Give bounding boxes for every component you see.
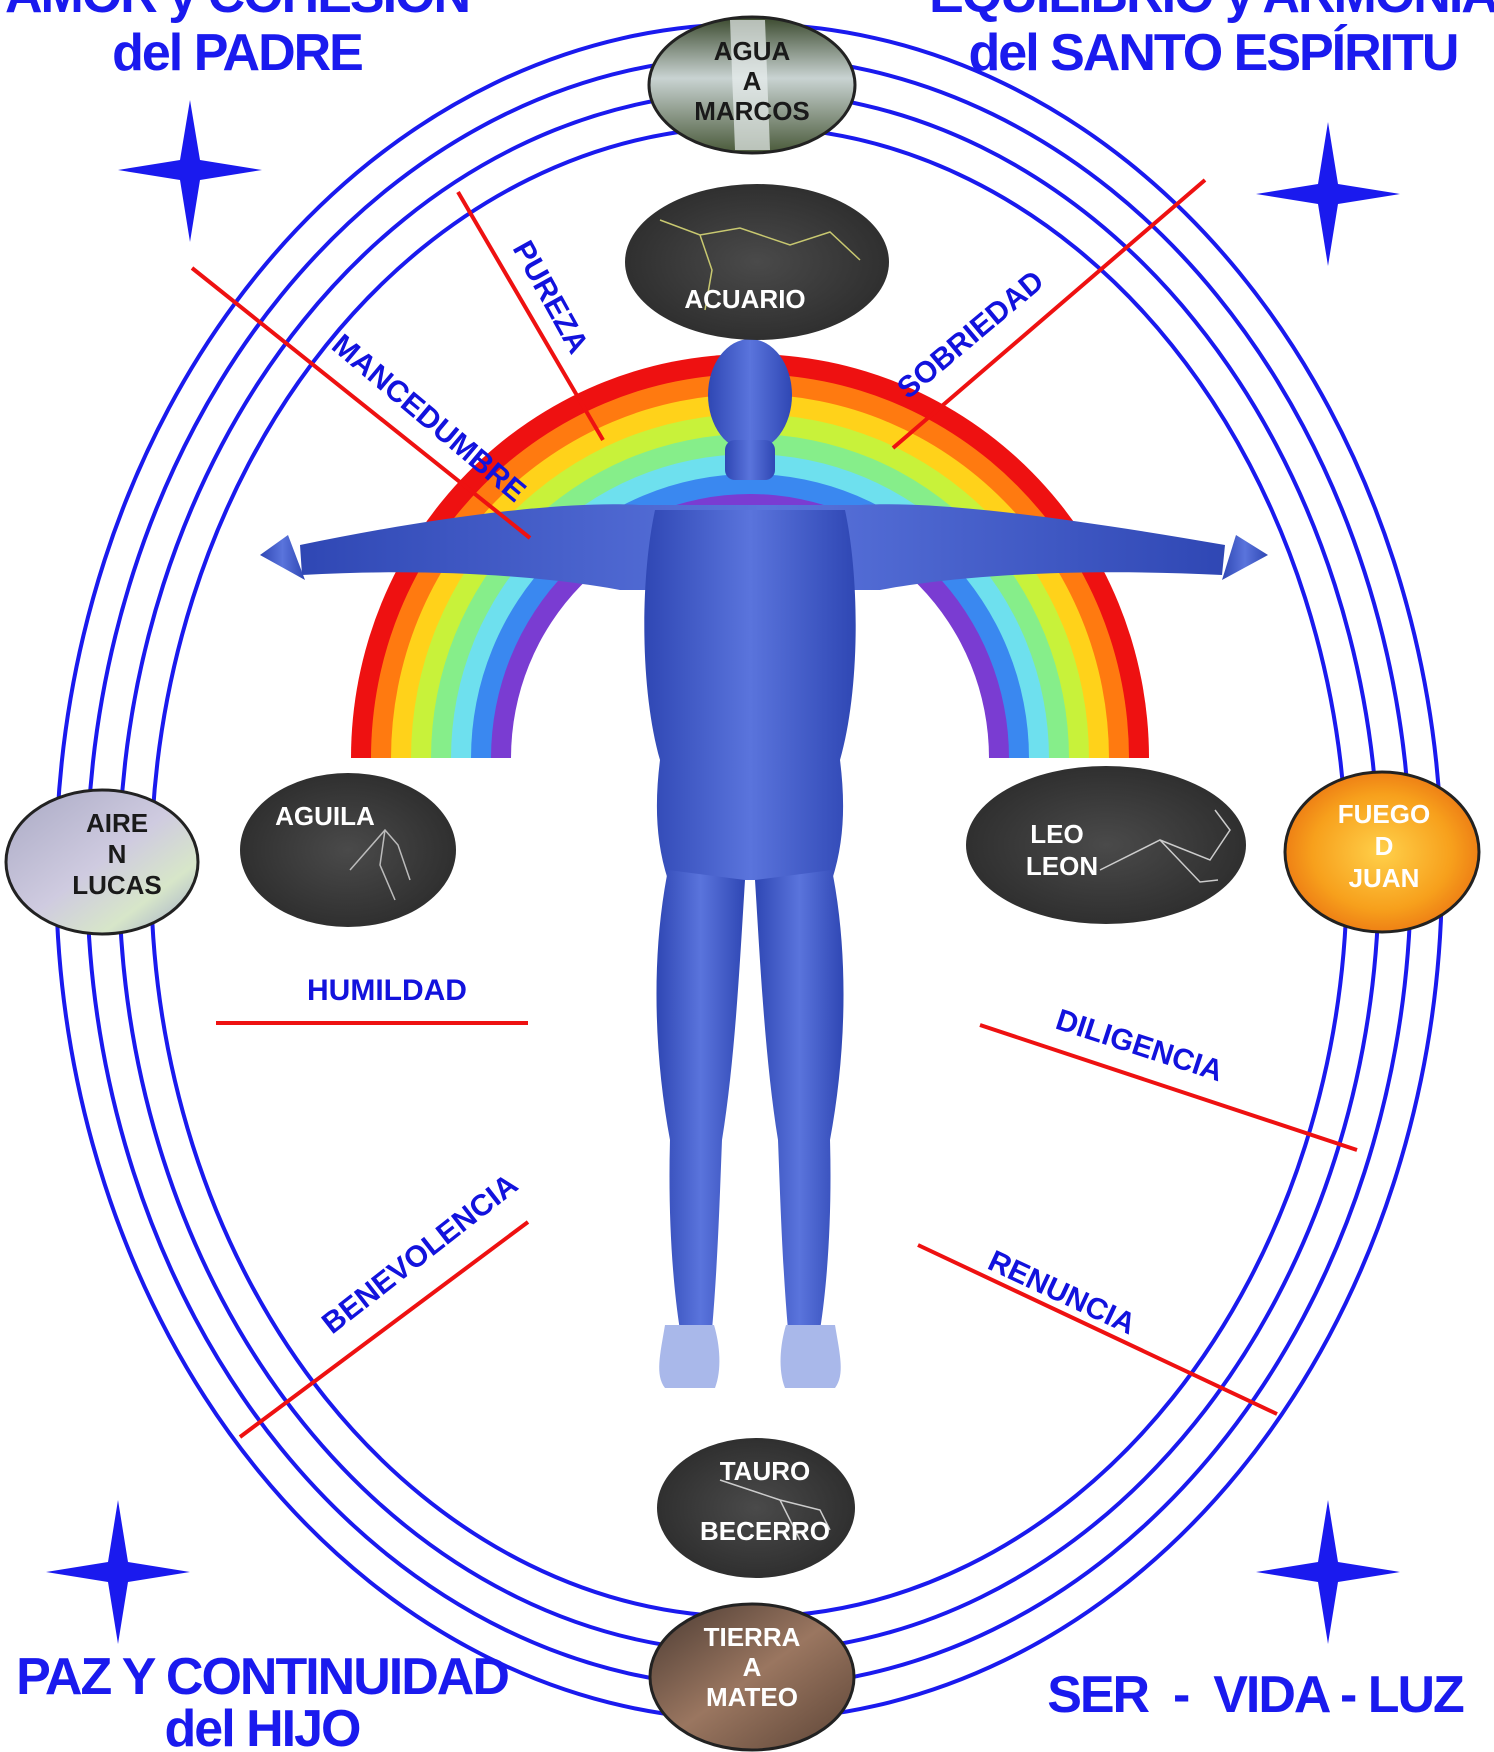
fuego-line-3: JUAN (1349, 863, 1420, 893)
tauro-label: TAURO (720, 1456, 811, 1486)
star-bottom-left-icon (46, 1500, 190, 1644)
virtue-renuncia: RENUNCIA (983, 1244, 1140, 1341)
aire-line-2: N (108, 839, 127, 869)
agua-line-1: AGUA (714, 36, 791, 66)
tierra-line-1: TIERRA (704, 1622, 801, 1652)
bottom-left-title-line-2: del HIJO (165, 1700, 360, 1752)
acuario-label: ACUARIO (684, 284, 805, 314)
virtue-mancedumbre: MANCEDUMBRE (326, 328, 532, 509)
virtue-humildad: HUMILDAD (307, 974, 467, 1007)
line-pureza (458, 192, 603, 440)
tierra-line-3: MATEO (706, 1682, 798, 1712)
top-right-title-line-2: del SANTO ESPÍRITU (969, 24, 1458, 82)
bottom-right-title: SER - VIDA - LUZ (1047, 1666, 1464, 1724)
constellation-leo: LEO LEON (966, 766, 1246, 924)
element-aire: AIRE N LUCAS (6, 790, 198, 934)
aire-line-1: AIRE (86, 808, 148, 838)
top-left-title-line-2: del PADRE (112, 24, 362, 82)
element-agua: AGUA A MARCOS (649, 17, 855, 153)
constellation-tauro: TAURO BECERRO (657, 1438, 855, 1578)
star-top-left-icon (118, 100, 262, 242)
element-tierra: TIERRA A MATEO (650, 1604, 854, 1750)
star-bottom-right-icon (1256, 1500, 1400, 1644)
agua-line-2: A (743, 66, 762, 96)
top-left-title-line-1: AMOR y COHESIÓN (5, 0, 469, 24)
line-sobriedad (893, 180, 1205, 448)
fuego-line-1: FUEGO (1338, 799, 1430, 829)
tierra-line-2: A (743, 1652, 762, 1682)
agua-line-3: MARCOS (694, 96, 810, 126)
star-top-right-icon (1256, 122, 1400, 266)
fuego-line-2: D (1375, 831, 1394, 861)
leon-label: LEON (1026, 851, 1098, 881)
virtue-benevolencia: BENEVOLENCIA (316, 1168, 524, 1341)
bottom-left-title-line-1: PAZ Y CONTINUIDAD (16, 1648, 508, 1706)
virtue-diligencia: DILIGENCIA (1052, 1003, 1227, 1088)
line-mancedumbre (192, 268, 530, 538)
constellation-acuario: ACUARIO (625, 184, 889, 340)
top-right-title-line-1: EQUILIBRIO y ARMONÍA (929, 0, 1494, 24)
leo-label: LEO (1030, 819, 1083, 849)
aire-line-3: LUCAS (72, 870, 162, 900)
constellation-aguila: AGUILA (240, 773, 456, 927)
line-benevolencia (240, 1222, 528, 1437)
becerro-label: BECERRO (700, 1516, 830, 1546)
aguila-label: AGUILA (275, 801, 375, 831)
element-fuego: FUEGO D JUAN (1285, 772, 1479, 932)
